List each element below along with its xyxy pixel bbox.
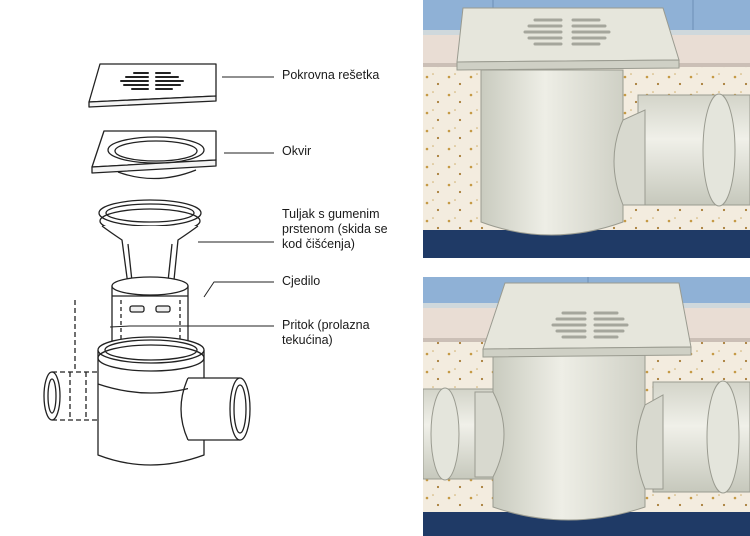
section-illustration-1 <box>423 0 750 258</box>
label-sleeve-line3: kod čišćenja) <box>282 237 355 251</box>
label-sleeve-line1: Tuljak s gumenim <box>282 207 380 221</box>
label-inlet-line1: Pritok (prolazna <box>282 318 370 332</box>
body-part <box>43 300 251 466</box>
label-inlet-line2: tekućina) <box>282 333 333 347</box>
strainer-part <box>111 276 189 343</box>
section-view-single-outlet <box>423 0 750 258</box>
label-grate: Pokrovna rešetka <box>282 68 380 82</box>
section-illustration-2 <box>423 277 750 536</box>
label-strainer: Cjedilo <box>282 274 321 288</box>
grate-part <box>88 63 217 108</box>
section-view-through-flow <box>423 277 750 536</box>
label-sleeve: Tuljak s gumenim prstenom (skida se kod … <box>282 207 388 252</box>
sleeve-part <box>98 199 202 301</box>
label-sleeve-line2: prstenom (skida se <box>282 222 388 236</box>
frame-part <box>91 130 217 180</box>
label-frame: Okvir <box>282 144 312 158</box>
label-inlet: Pritok (prolazna tekućina) <box>282 318 370 348</box>
exploded-drawing: Pokrovna rešetka Okvir Tuljak s gumenim … <box>43 63 388 466</box>
drain-assembly-drawing <box>43 63 274 466</box>
